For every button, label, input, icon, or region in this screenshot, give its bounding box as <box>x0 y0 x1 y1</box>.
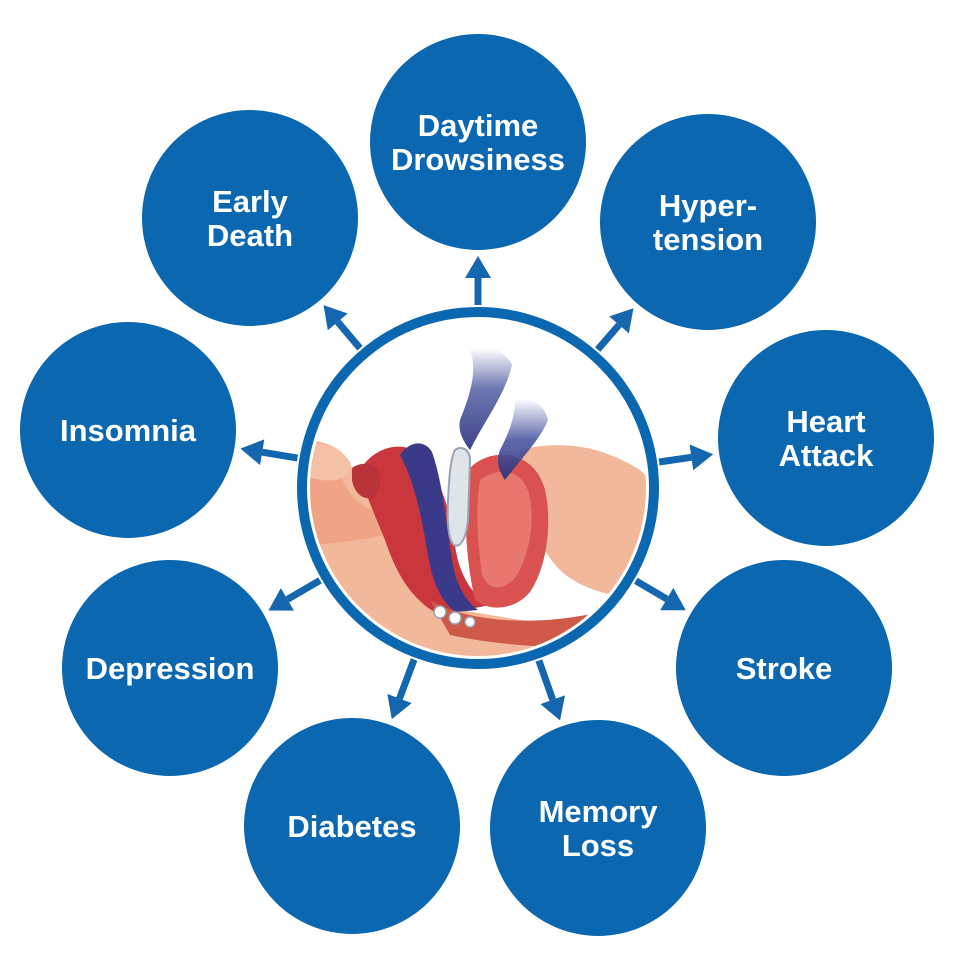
arrow-shaft-hypertension <box>595 322 622 352</box>
arrows-layer <box>240 256 714 721</box>
sleep-apnea-illustration-icon <box>297 307 659 669</box>
arrow-head-stroke <box>660 587 686 611</box>
node-label-daytime-drowsiness-line-2: Drowsiness <box>391 142 565 177</box>
node-label-early-death-line-1: Early <box>212 184 289 219</box>
node-label-heart-attack-line-1: Heart <box>786 404 865 439</box>
node-insomnia: Insomnia <box>20 322 236 538</box>
arrow-head-hypertension <box>609 308 634 334</box>
node-label-insomnia-line-1: Insomnia <box>60 413 197 448</box>
node-circle-hypertension <box>600 114 816 330</box>
node-label-depression-line-1: Depression <box>86 651 255 686</box>
node-circle-depression <box>62 560 278 776</box>
arrow-head-memory-loss <box>540 695 565 721</box>
node-label-early-death-line-2: Death <box>207 218 293 253</box>
arrow-head-insomnia <box>240 439 265 466</box>
nodes-layer: DaytimeDrowsinessHyper-tensionHeartAttac… <box>20 34 934 936</box>
node-circle-stroke <box>676 560 892 776</box>
arrow-shaft-diabetes <box>396 658 418 700</box>
node-circle-daytime-drowsiness <box>370 34 586 250</box>
node-stroke: Stroke <box>676 560 892 776</box>
node-circle-memory-loss <box>490 720 706 936</box>
arrow-shaft-heart-attack <box>658 453 692 466</box>
arrow-shaft-insomnia <box>261 448 299 462</box>
arrow-shaft-early-death <box>335 319 363 351</box>
arrow-head-depression <box>268 588 294 611</box>
node-label-hypertension-line-1: Hyper- <box>659 188 757 223</box>
node-label-stroke-line-1: Stroke <box>736 651 832 686</box>
arrow-head-heart-attack <box>689 444 714 471</box>
arrow-head-diabetes <box>387 694 412 720</box>
node-label-memory-loss-line-1: Memory <box>539 794 659 829</box>
node-label-memory-loss-line-2: Loss <box>562 828 634 863</box>
node-label-hypertension-line-2: tension <box>653 222 763 257</box>
node-circle-insomnia <box>20 322 236 538</box>
node-circle-early-death <box>142 110 358 326</box>
arrow-shaft-memory-loss <box>535 659 557 701</box>
node-depression: Depression <box>62 560 278 776</box>
arrow-shaft-stroke <box>633 577 669 603</box>
node-circle-diabetes <box>244 718 460 934</box>
node-label-heart-attack-line-2: Attack <box>779 438 875 473</box>
arrow-head-early-death <box>323 305 348 331</box>
node-hypertension: Hyper-tension <box>600 114 816 330</box>
node-diabetes: Diabetes <box>244 718 460 934</box>
arrow-shaft-depression <box>285 577 322 603</box>
node-label-daytime-drowsiness-line-1: Daytime <box>418 108 539 143</box>
arrow-head-daytime-drowsiness <box>465 256 491 278</box>
node-circle-heart-attack <box>718 330 934 546</box>
node-label-diabetes-line-1: Diabetes <box>287 809 416 844</box>
